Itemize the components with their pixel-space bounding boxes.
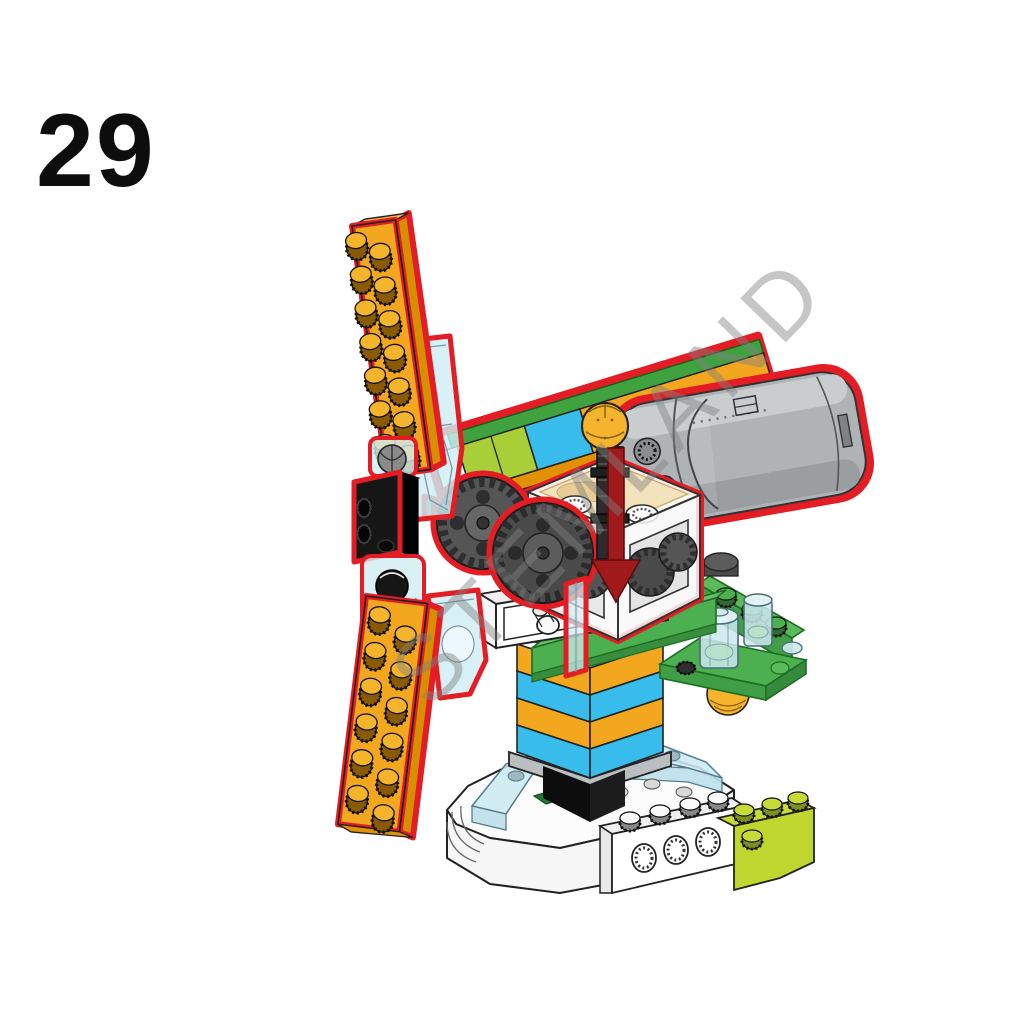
propeller-blade-lower (334, 593, 444, 841)
ball-top (581, 402, 629, 450)
axle-cap (703, 552, 739, 577)
propeller-blade-upper (342, 209, 447, 479)
corner-plate (715, 790, 817, 892)
tower-shadow-gap (543, 766, 625, 822)
ball-joint-upper (368, 436, 418, 478)
transparent-side-panel (563, 575, 589, 679)
propeller (334, 209, 489, 841)
axle-bearings (558, 495, 659, 524)
pin-holes (631, 827, 721, 873)
propeller-hub-brick (351, 469, 421, 565)
gear-large-rear (486, 496, 600, 610)
technic-brick-with-holes (597, 790, 747, 895)
step-number: 29 (36, 93, 156, 209)
action-arrow (590, 447, 642, 604)
